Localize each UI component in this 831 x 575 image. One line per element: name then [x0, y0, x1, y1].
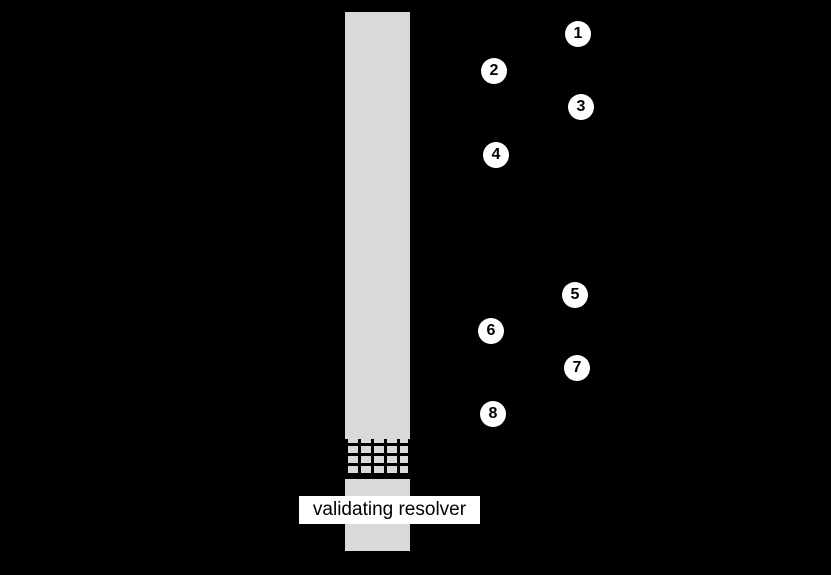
step-marker-8: 8 — [480, 401, 506, 427]
resolver-hatch-section — [345, 439, 410, 479]
step-marker-5: 5 — [562, 282, 588, 308]
resolver-label: validating resolver — [299, 496, 480, 524]
step-marker-7: 7 — [564, 355, 590, 381]
step-marker-1: 1 — [565, 21, 591, 47]
step-marker-6: 6 — [478, 318, 504, 344]
step-marker-4: 4 — [483, 142, 509, 168]
step-marker-3: 3 — [568, 94, 594, 120]
step-marker-2: 2 — [481, 58, 507, 84]
